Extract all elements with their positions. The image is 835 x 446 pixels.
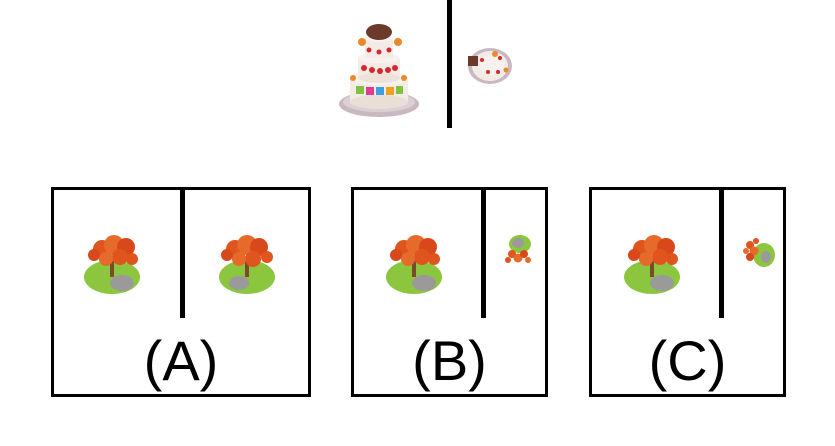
option-b-right-tree-small-image: [502, 232, 534, 266]
reference-divider: [447, 0, 452, 128]
option-c-left-tree-image: [622, 233, 686, 297]
option-a-right-tree-image: [215, 233, 279, 297]
option-a-divider: [180, 190, 185, 318]
option-b-left-tree-image: [384, 233, 448, 297]
option-c-label: (C): [648, 329, 727, 392]
option-b-box[interactable]: (B): [351, 187, 548, 397]
option-c-divider: [719, 190, 724, 318]
option-b-label: (B): [412, 329, 487, 392]
option-c-box[interactable]: (C): [589, 187, 786, 397]
reference-cake-image: [338, 20, 420, 122]
option-a-label: (A): [143, 329, 219, 392]
option-a-box[interactable]: (A): [51, 187, 311, 397]
option-b-divider: [481, 190, 486, 318]
reference-cake-rotated-image: [462, 42, 514, 86]
option-a-left-tree-image: [82, 233, 146, 297]
option-c-right-tree-small-image: [742, 235, 778, 271]
